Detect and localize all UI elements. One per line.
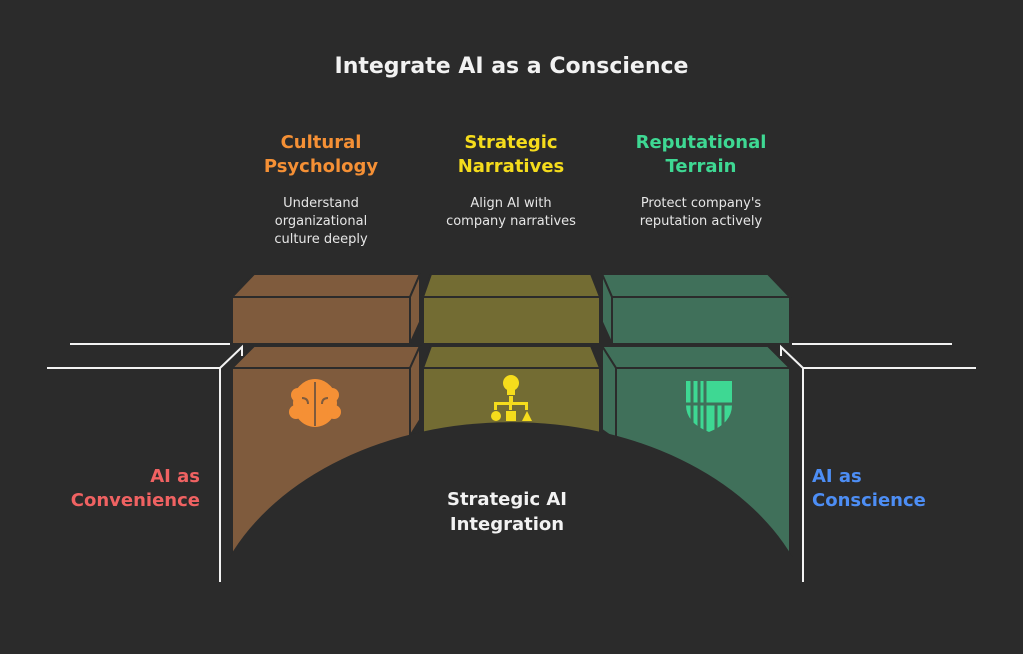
upper-block-cultural [229,273,422,345]
arch [229,422,793,558]
heading-reputational-terrain: Reputational Terrain [635,132,767,177]
left-label-convenience: AI as Convenience [70,466,200,511]
upper-block-reputational [600,273,793,345]
upper-block-strategic [421,273,602,345]
right-cliff-lines [780,343,976,582]
heading-cultural-psychology: Cultural Psychology [263,132,379,177]
diagram-title: Integrate AI as a Conscience [334,54,689,79]
heading-strategic-narratives: Strategic Narratives [457,132,565,177]
description-reputational-terrain: Protect company's reputation actively [639,196,763,229]
description-cultural-psychology: Understand organizational culture deeply [274,196,368,247]
description-strategic-narratives: Align AI with company narratives [446,196,576,229]
right-label-conscience: AI as Conscience [812,466,926,511]
brain-icon [289,379,341,427]
shield-icon [685,380,733,432]
center-label-integration: Strategic AI Integration [446,489,568,535]
hierarchy-lightbulb-icon [491,375,532,421]
left-cliff-lines [47,343,243,582]
